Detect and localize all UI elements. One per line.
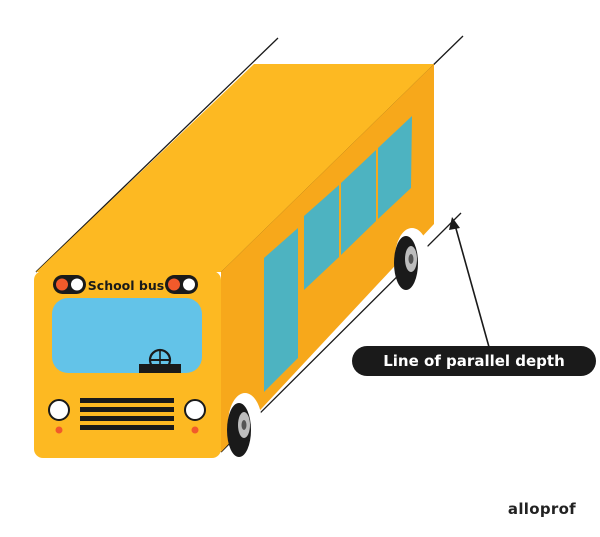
windshield <box>52 298 202 373</box>
callout-arrowhead <box>449 217 460 230</box>
left-indicator <box>55 426 63 434</box>
side-window-2 <box>341 150 376 255</box>
front-wheel <box>227 393 262 457</box>
school-bus-sign: School bus <box>88 278 164 293</box>
front-top-lights-left <box>53 275 86 294</box>
bus-roof <box>36 64 434 272</box>
alloprof-logo: alloprof <box>507 500 576 518</box>
side-door-window <box>264 228 298 392</box>
callout-arrow-line <box>454 224 490 348</box>
rear-wheel <box>394 228 429 290</box>
right-headlight <box>184 399 206 421</box>
right-indicator <box>191 426 199 434</box>
front-grille <box>80 398 174 430</box>
left-headlight <box>48 399 70 421</box>
depth-line-top-left <box>35 37 279 273</box>
side-window-1 <box>378 116 412 219</box>
callout-line-of-parallel-depth: Line of parallel depth <box>352 346 596 376</box>
front-top-lights-right <box>165 275 198 294</box>
steering-wheel-icon <box>139 348 181 373</box>
side-window-3 <box>304 185 339 290</box>
callout-label: Line of parallel depth <box>383 352 565 370</box>
